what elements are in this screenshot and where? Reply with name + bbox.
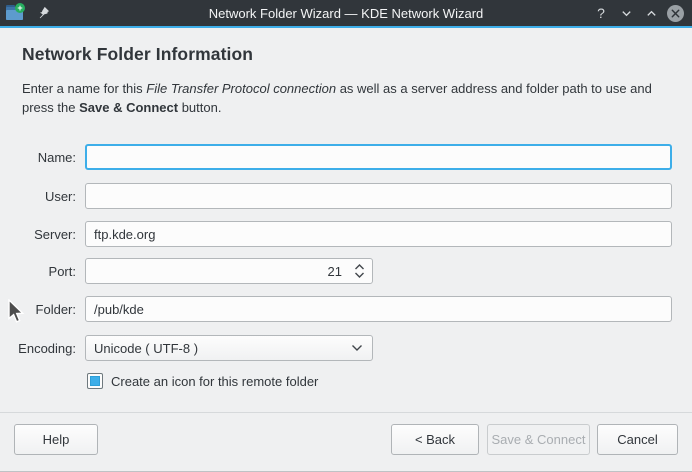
user-input[interactable] xyxy=(85,183,672,209)
window-title: Network Folder Wizard — KDE Network Wiza… xyxy=(208,5,484,21)
help-button[interactable]: Help xyxy=(14,424,98,455)
folder-label: Folder: xyxy=(35,301,76,317)
server-input[interactable] xyxy=(85,221,672,247)
port-row: Port: xyxy=(0,258,373,284)
create-icon-label: Create an icon for this remote folder xyxy=(111,373,319,389)
encoding-row: Encoding: Unicode ( UTF-8 ) xyxy=(0,335,373,361)
spin-down-icon[interactable] xyxy=(354,272,365,278)
folder-row: Folder: xyxy=(0,296,672,322)
cancel-button[interactable]: Cancel xyxy=(597,424,678,455)
name-label: Name: xyxy=(37,149,76,165)
create-icon-checkbox[interactable] xyxy=(87,373,103,389)
port-spinner xyxy=(85,258,373,284)
help-icon[interactable]: ? xyxy=(597,5,605,21)
maximize-icon[interactable] xyxy=(642,4,660,22)
save-connect-mention: Save & Connect xyxy=(79,100,179,115)
save-connect-button[interactable]: Save & Connect xyxy=(487,424,590,455)
network-folder-add-icon: + xyxy=(6,3,25,21)
intro-text: Enter a name for this File Transfer Prot… xyxy=(22,81,652,115)
titlebar: + Network Folder Wizard — KDE Network Wi… xyxy=(0,0,692,26)
page-title: Network Folder Information xyxy=(22,44,254,64)
footer-separator xyxy=(0,412,692,413)
port-input[interactable] xyxy=(85,258,373,284)
encoding-label: Encoding: xyxy=(18,340,76,356)
minimize-icon[interactable] xyxy=(617,4,635,22)
user-label: User: xyxy=(44,188,76,204)
protocol-name: File Transfer Protocol connection xyxy=(146,81,337,96)
encoding-select[interactable]: Unicode ( UTF-8 ) xyxy=(85,335,373,361)
chevron-down-icon xyxy=(352,345,362,351)
name-input[interactable] xyxy=(85,144,672,170)
create-icon-row: Create an icon for this remote folder xyxy=(87,373,318,389)
close-icon[interactable] xyxy=(667,4,684,22)
server-label: Server: xyxy=(34,226,76,242)
encoding-value: Unicode ( UTF-8 ) xyxy=(94,340,199,356)
user-row: User: xyxy=(0,183,672,209)
name-row: Name: xyxy=(0,144,672,170)
accent-line xyxy=(0,26,692,28)
folder-input[interactable] xyxy=(85,296,672,322)
back-button[interactable]: < Back xyxy=(391,424,479,455)
pin-icon[interactable] xyxy=(34,4,52,22)
port-label: Port: xyxy=(48,263,76,279)
spin-up-icon[interactable] xyxy=(354,264,365,270)
server-row: Server: xyxy=(0,221,672,247)
